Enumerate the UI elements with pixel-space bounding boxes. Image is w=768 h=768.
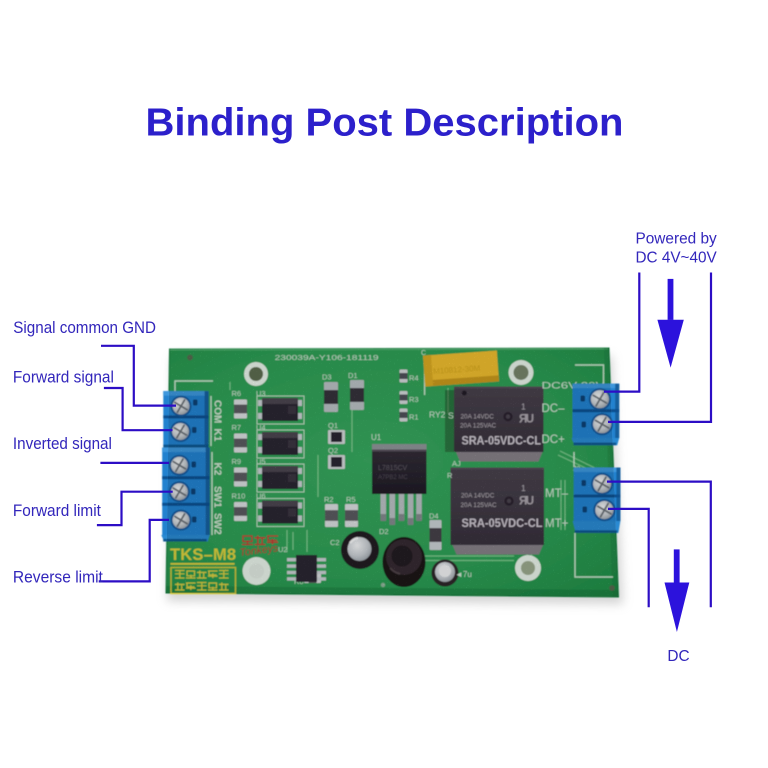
svg-text:Powered by: Powered by [636, 230, 717, 247]
svg-text:Signal common GND: Signal common GND [13, 319, 156, 337]
svg-text:Forward signal: Forward signal [13, 369, 114, 387]
svg-text:Inverted signal: Inverted signal [13, 435, 112, 453]
svg-text:Binding Post Description: Binding Post Description [146, 102, 624, 145]
svg-text:DC: DC [667, 648, 689, 665]
svg-text:DC 4V~40V: DC 4V~40V [636, 249, 718, 266]
svg-text:Reverse limit: Reverse limit [13, 568, 103, 586]
svg-text:Forward limit: Forward limit [13, 502, 101, 520]
